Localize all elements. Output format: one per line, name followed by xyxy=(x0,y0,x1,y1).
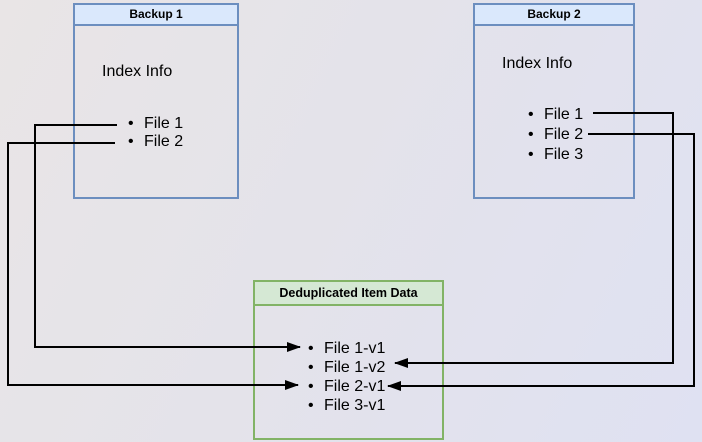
dedup-item-file1-v2: File 1-v2 xyxy=(255,358,442,377)
backup2-header: Backup 2 xyxy=(475,5,633,26)
backup1-subtitle: Index Info xyxy=(102,63,173,80)
dedup-item-file1-v1: File 1-v1 xyxy=(255,339,442,358)
dedup-box: Deduplicated Item Data File 1-v1 File 1-… xyxy=(253,280,444,440)
backup1-item-file1: File 1 xyxy=(75,115,237,133)
backup1-header: Backup 1 xyxy=(75,5,237,26)
backup2-item-file3: File 3 xyxy=(475,145,633,165)
backup1-box: Backup 1 Index Info File 1 File 2 xyxy=(73,3,239,199)
backup2-box: Backup 2 Index Info File 1 File 2 File 3 xyxy=(473,3,635,199)
backup2-file-list: File 1 File 2 File 3 xyxy=(475,105,633,165)
backup1-item-file2: File 2 xyxy=(75,133,237,151)
backup2-item-file1: File 1 xyxy=(475,105,633,125)
backup2-item-file2: File 2 xyxy=(475,125,633,145)
dedup-file-list: File 1-v1 File 1-v2 File 2-v1 File 3-v1 xyxy=(255,339,442,415)
dedup-item-file3-v1: File 3-v1 xyxy=(255,396,442,415)
backup1-title: Backup 1 xyxy=(129,7,183,21)
dedup-title: Deduplicated Item Data xyxy=(279,286,418,300)
backup1-file-list: File 1 File 2 xyxy=(75,115,237,151)
backup2-title: Backup 2 xyxy=(527,7,581,21)
dedup-header: Deduplicated Item Data xyxy=(255,282,442,306)
dedup-item-file2-v1: File 2-v1 xyxy=(255,377,442,396)
backup2-subtitle: Index Info xyxy=(502,55,573,72)
